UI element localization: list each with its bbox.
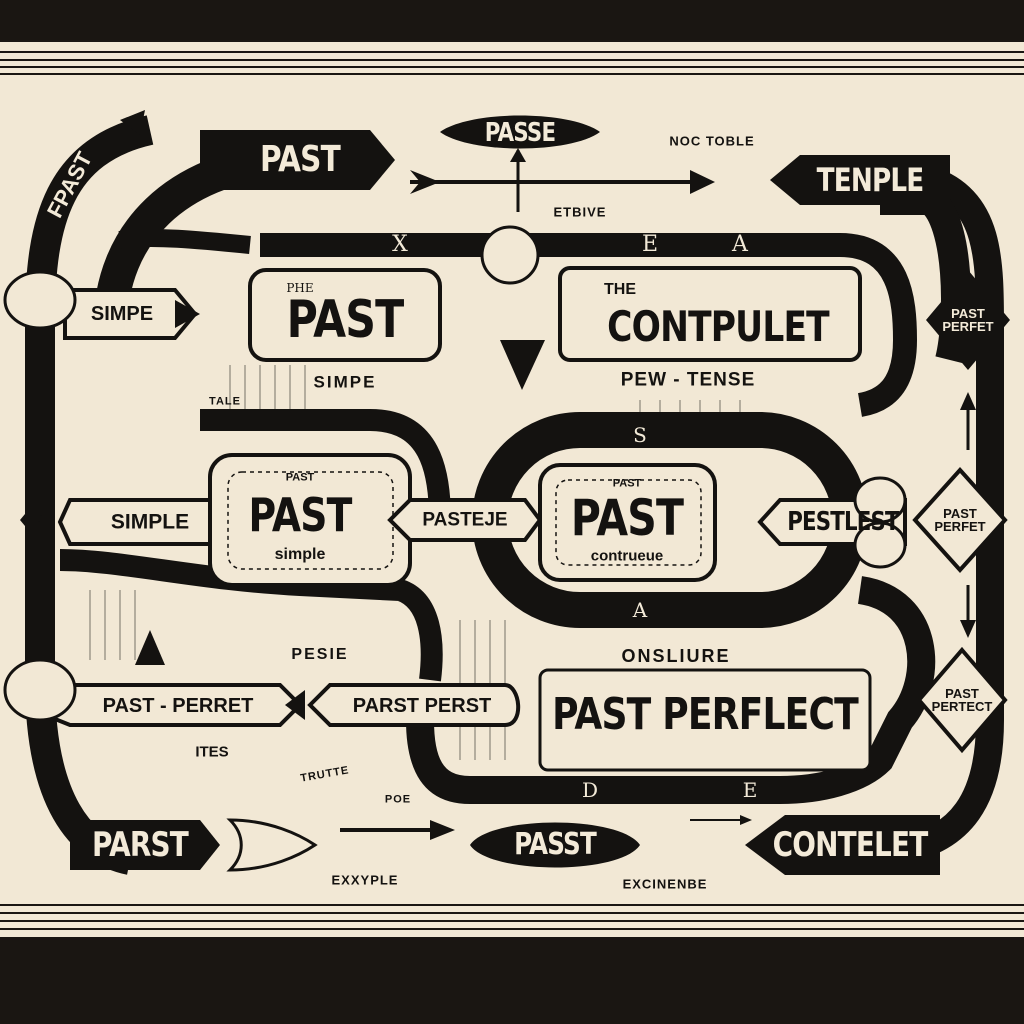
tenple-banner (770, 155, 950, 205)
note-label: NOC TOBLE (669, 133, 755, 149)
loop-x-label: X (392, 232, 408, 257)
row3-loop-track (406, 576, 936, 804)
right-diamond-3-label: PAST PERTECT (931, 686, 993, 714)
passe-label: PASSE (484, 118, 556, 148)
bottom-poe-label: POE (384, 793, 412, 806)
row1-simpe-below-label: SIMPE (313, 372, 377, 392)
contelet-label: CONTELET (772, 825, 929, 865)
row2-pastepe-label: PASTEJE (422, 509, 508, 531)
past-banner-top (200, 130, 395, 190)
passe-badge (440, 115, 600, 149)
row1-pew-tense-label: PEW - TENSE (620, 369, 756, 391)
row1-contpulet-label: CONTPULET (607, 302, 829, 351)
right-diamond-1 (926, 270, 1010, 370)
row1-the-label: THE (604, 281, 636, 298)
row1-loop-track (260, 233, 918, 417)
loop-e-label: E (641, 232, 659, 257)
row3-past-perfect-label: PAST PERFLECT (552, 689, 859, 740)
right-diamond-2-label: PAST PERFET (934, 506, 986, 534)
row3-pesie-label: PESIE (291, 646, 349, 663)
row2-past-label: PAST (248, 488, 353, 542)
row3-past-perret-label: PAST - PERRET (102, 695, 254, 717)
row1-contpulet-box (558, 266, 862, 362)
row3-past-perfect-box (538, 668, 872, 772)
center-pre-label: PAST (612, 477, 642, 490)
row2-pestlest-label: PESTLEST (787, 507, 899, 537)
contelet-banner (745, 815, 940, 875)
right-diamond-2 (912, 467, 1008, 573)
row3-parst-perst-box (307, 683, 521, 727)
passt-label: PASST (514, 827, 597, 862)
right-diamond-3 (916, 646, 1008, 754)
simpe-tag-label: SIMPE (90, 303, 154, 325)
row1-past-box (248, 268, 442, 362)
center-past-label: PAST (570, 489, 684, 547)
row3-onsliure-label: ONSLIURE (621, 646, 731, 666)
row3-ites-label: ITES (195, 743, 229, 761)
left-e-label: E (28, 508, 44, 532)
passt-badge (470, 822, 640, 868)
simpe-tag-box (63, 288, 198, 340)
row3-parst-perst-label: PARST PERST (352, 695, 492, 717)
parst-banner (70, 820, 220, 870)
past-banner-label: PAST (260, 139, 341, 180)
bottom-border-lines (0, 904, 1024, 930)
row1-past-label: PAST (286, 290, 405, 350)
right-diamond-1-label: PAST PERFET (942, 306, 994, 334)
etbive-label: ETBIVE (553, 204, 607, 220)
excinenbe-label: EXCINENBE (622, 876, 708, 892)
row1-pre-label: PHE (286, 281, 314, 295)
tenple-label: TENPLE (816, 161, 925, 199)
center-sub-label: contrueue (590, 547, 664, 565)
row2-simple-label: SIMPLE (110, 510, 190, 534)
top-border-lines (0, 51, 1024, 75)
center-past-box (538, 463, 717, 582)
loop-a-label: A (732, 232, 748, 257)
center-s-label: S (633, 423, 647, 447)
left-arrow-e (20, 490, 45, 550)
row2-simple-sub-label: simple (274, 546, 326, 563)
parst-label: PARST (92, 825, 189, 865)
bottom-e-label: E (742, 778, 758, 802)
side-tale-label: TALE (209, 395, 241, 408)
bottom-d-label: D (581, 778, 599, 802)
row2-pre-label: PAST (285, 471, 315, 484)
center-a-label: A (632, 598, 648, 622)
exxyple-label: EXXYPLE (331, 872, 399, 888)
scroll-curls (3, 225, 907, 722)
